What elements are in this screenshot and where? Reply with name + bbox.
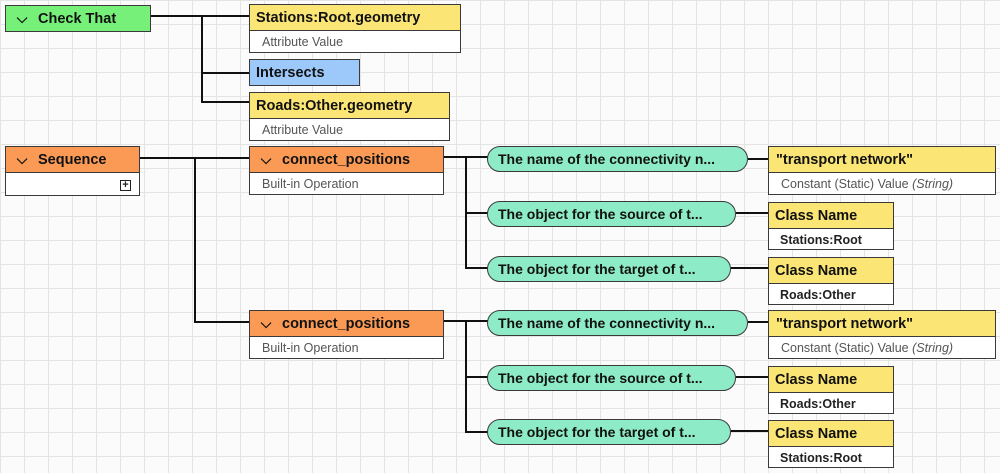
operation-header[interactable]: ⌵ connect_positions [250, 311, 443, 337]
operation-node[interactable]: ⌵ connect_positions Built-in Operation [249, 310, 444, 359]
chevron-down-icon[interactable]: ⌵ [16, 151, 28, 167]
parameter-label: The name of the connectivity n... [498, 315, 716, 331]
class-name-subtitle: Stations:Root [780, 233, 862, 247]
attribute-value-subtitle: Attribute Value [262, 123, 344, 137]
constant-value-node[interactable]: "transport network" Constant (Static) Va… [768, 146, 996, 195]
sequence-header[interactable]: ⌵ Sequence [6, 147, 139, 173]
class-name-node[interactable]: Class Name Stations:Root [768, 202, 894, 250]
operation-subtitle: Built-in Operation [262, 341, 359, 355]
class-name-title: Class Name [775, 262, 858, 279]
constant-value-title: "transport network" [776, 151, 914, 168]
class-name-header: Class Name [769, 203, 893, 229]
class-name-header: Class Name [769, 367, 893, 393]
operation-title: connect_positions [282, 151, 411, 168]
class-name-node[interactable]: Class Name Roads:Other [768, 257, 894, 305]
constant-value-kind: Constant (Static) Value [781, 177, 909, 191]
operation-subtitle: Built-in Operation [262, 177, 359, 191]
plus-box-icon[interactable]: + [120, 180, 131, 191]
attribute-value-header: Stations:Root.geometry [250, 5, 460, 31]
class-name-subtitle: Roads:Other [780, 397, 856, 411]
parameter-label: The object for the target of t... [498, 261, 696, 277]
operator-node[interactable]: Intersects [249, 59, 360, 86]
chevron-down-icon[interactable]: ⌵ [260, 151, 272, 167]
class-name-subtitle: Roads:Other [780, 288, 856, 302]
attribute-value-subtitle: Attribute Value [262, 35, 344, 49]
constant-value-subtitle: Constant (Static) Value (String) [769, 173, 995, 191]
constant-value-type: (String) [912, 341, 954, 355]
constant-value-node[interactable]: "transport network" Constant (Static) Va… [768, 310, 996, 359]
sequence-title: Sequence [38, 151, 107, 168]
class-name-title: Class Name [775, 371, 858, 388]
operator-title: Intersects [256, 64, 325, 81]
parameter-node[interactable]: The name of the connectivity n... [487, 146, 748, 172]
constant-value-title: "transport network" [776, 315, 914, 332]
class-name-node[interactable]: Class Name Stations:Root [768, 420, 894, 468]
sequence-node[interactable]: ⌵ Sequence + [5, 146, 140, 196]
operator-header: Intersects [250, 60, 359, 85]
class-name-node[interactable]: Class Name Roads:Other [768, 366, 894, 414]
parameter-node[interactable]: The object for the target of t... [487, 256, 731, 282]
class-name-title: Class Name [775, 425, 858, 442]
attribute-value-node[interactable]: Roads:Other.geometry Attribute Value [249, 92, 450, 141]
class-name-title: Class Name [775, 207, 858, 224]
constant-value-header: "transport network" [769, 147, 995, 173]
parameter-label: The object for the target of t... [498, 424, 696, 440]
parameter-label: The name of the connectivity n... [498, 151, 716, 167]
class-name-header: Class Name [769, 421, 893, 447]
operation-header[interactable]: ⌵ connect_positions [250, 147, 443, 173]
check-that-title: Check That [38, 10, 117, 27]
constant-value-kind: Constant (Static) Value [781, 341, 909, 355]
attribute-value-title: Roads:Other.geometry [256, 97, 413, 114]
class-name-header: Class Name [769, 258, 893, 284]
parameter-node[interactable]: The name of the connectivity n... [487, 310, 748, 336]
attribute-value-node[interactable]: Stations:Root.geometry Attribute Value [249, 4, 461, 53]
parameter-label: The object for the source of t... [498, 370, 703, 386]
check-that-node[interactable]: ⌵ Check That [5, 5, 151, 32]
attribute-value-header: Roads:Other.geometry [250, 93, 449, 119]
chevron-down-icon[interactable]: ⌵ [260, 315, 272, 331]
check-that-header[interactable]: ⌵ Check That [6, 6, 150, 31]
operation-node[interactable]: ⌵ connect_positions Built-in Operation [249, 146, 444, 195]
constant-value-header: "transport network" [769, 311, 995, 337]
parameter-node[interactable]: The object for the target of t... [487, 419, 731, 445]
operation-title: connect_positions [282, 315, 411, 332]
attribute-value-title: Stations:Root.geometry [256, 9, 421, 26]
constant-value-type: (String) [912, 177, 954, 191]
constant-value-subtitle: Constant (Static) Value (String) [769, 337, 995, 355]
parameter-label: The object for the source of t... [498, 206, 703, 222]
parameter-node[interactable]: The object for the source of t... [487, 365, 736, 391]
class-name-subtitle: Stations:Root [780, 451, 862, 465]
parameter-node[interactable]: The object for the source of t... [487, 201, 736, 227]
chevron-down-icon[interactable]: ⌵ [16, 10, 28, 26]
